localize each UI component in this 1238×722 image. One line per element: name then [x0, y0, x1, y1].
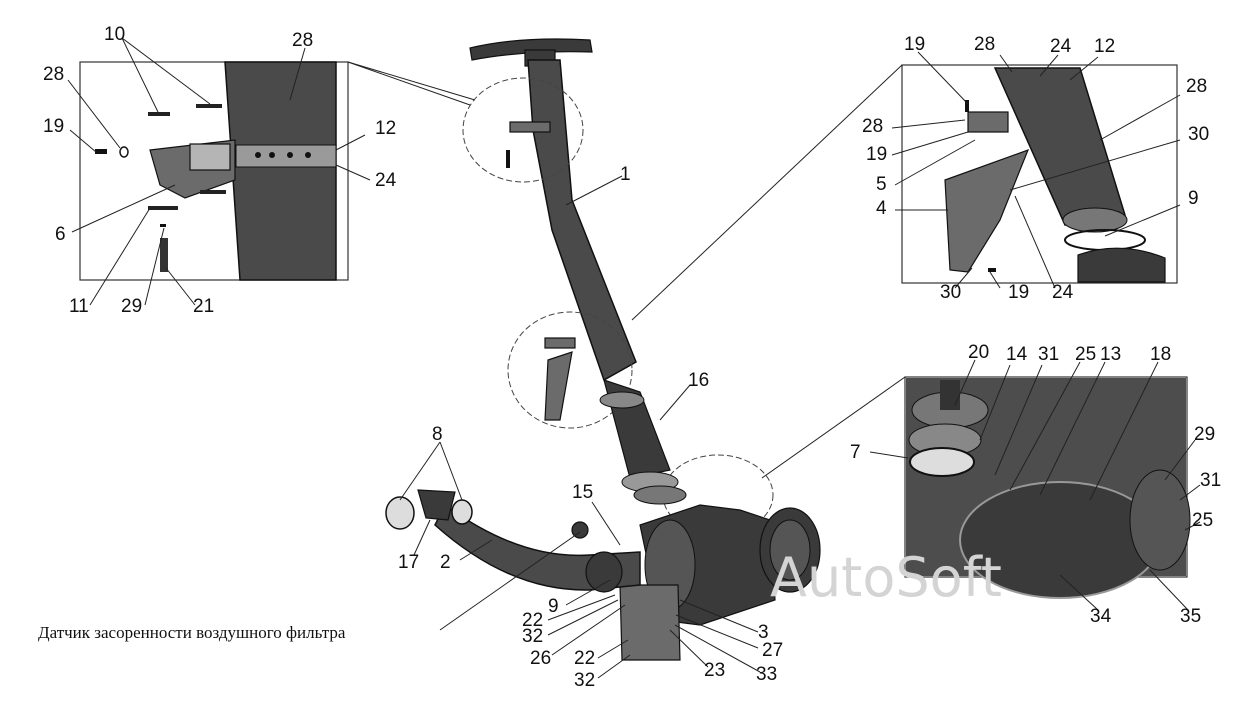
- left-inset-callouts: 10 28 28 19 12 24 6 11 29 21: [43, 24, 397, 317]
- callout-number: 6: [55, 224, 66, 245]
- callout-number: 30: [940, 282, 961, 303]
- callout-number: 29: [121, 296, 142, 317]
- callout-number: 14: [1006, 344, 1028, 365]
- callout-number: 28: [862, 116, 883, 137]
- callout-number: 17: [398, 552, 419, 573]
- main-leader-lines: [399, 175, 761, 679]
- callout-number: 11: [69, 296, 89, 317]
- callout-number: 27: [762, 640, 783, 661]
- callout-number: 31: [1038, 344, 1059, 365]
- callout-number: 22: [522, 610, 543, 631]
- main-assembly: [385, 38, 821, 661]
- right-inset-leader-lines: [631, 51, 1181, 321]
- callout-number: 7: [850, 442, 861, 463]
- sensor-caption: Датчик засоренности воздушного фильтра: [38, 623, 346, 642]
- callout-number: 24: [375, 170, 397, 191]
- callout-number: 2: [440, 552, 451, 573]
- callout-number: 19: [866, 144, 887, 165]
- lower-inset-leader-lines: [761, 359, 1201, 611]
- callout-number: 3: [758, 622, 769, 643]
- callout-number: 28: [292, 30, 313, 51]
- callout-number: 13: [1100, 344, 1121, 365]
- callout-number: 10: [104, 24, 125, 45]
- callout-number: 9: [1188, 188, 1199, 209]
- callout-number: 30: [1188, 124, 1209, 145]
- callout-number: 19: [1008, 282, 1029, 303]
- left-detail-inset: [79, 61, 349, 281]
- callout-number: 8: [432, 424, 443, 445]
- main-callouts: 1 16 8 15 17 2 9 22 32 26 22 32 3 27 23 …: [398, 164, 783, 691]
- callout-number: 15: [572, 482, 593, 503]
- callout-number: 21: [193, 296, 214, 317]
- callout-number: 25: [1075, 344, 1096, 365]
- watermark: AutoSoft: [770, 546, 1002, 609]
- right-inset-callouts: 19 28 24 12 28 28 30 19 5 4 9 30 19 24: [862, 34, 1209, 303]
- callout-number: 9: [548, 596, 559, 617]
- callout-number: 24: [1050, 36, 1072, 57]
- callout-number: 22: [574, 648, 595, 669]
- left-inset-leader-lines: [67, 37, 476, 306]
- lower-detail-inset: [904, 376, 1191, 599]
- callout-number: 28: [1186, 76, 1207, 97]
- callout-number: 25: [1192, 510, 1213, 531]
- callout-number: 24: [1052, 282, 1074, 303]
- callout-number: 33: [756, 664, 777, 685]
- callout-number: 12: [375, 118, 396, 139]
- callout-number: 18: [1150, 344, 1171, 365]
- callout-number: 28: [43, 64, 64, 85]
- callout-number: 28: [974, 34, 995, 55]
- callout-number: 32: [522, 626, 543, 647]
- callout-number: 4: [876, 198, 887, 219]
- callout-number: 5: [876, 174, 887, 195]
- callout-number: 32: [574, 670, 595, 691]
- lower-inset-callouts: 20 14 31 25 13 18 7 29 31 25 34 35: [850, 342, 1221, 627]
- callout-number: 35: [1180, 606, 1201, 627]
- callout-number: 31: [1200, 470, 1221, 491]
- callout-number: 19: [43, 116, 64, 137]
- callout-number: 16: [688, 370, 709, 391]
- callout-number: 19: [904, 34, 925, 55]
- callout-number: 34: [1090, 606, 1112, 627]
- callout-number: 12: [1094, 36, 1115, 57]
- right-detail-inset: [901, 64, 1178, 284]
- callout-number: 29: [1194, 424, 1215, 445]
- callout-number: 20: [968, 342, 989, 363]
- callout-number: 26: [530, 648, 551, 669]
- callout-number: 23: [704, 660, 725, 681]
- callout-number: 1: [620, 164, 631, 185]
